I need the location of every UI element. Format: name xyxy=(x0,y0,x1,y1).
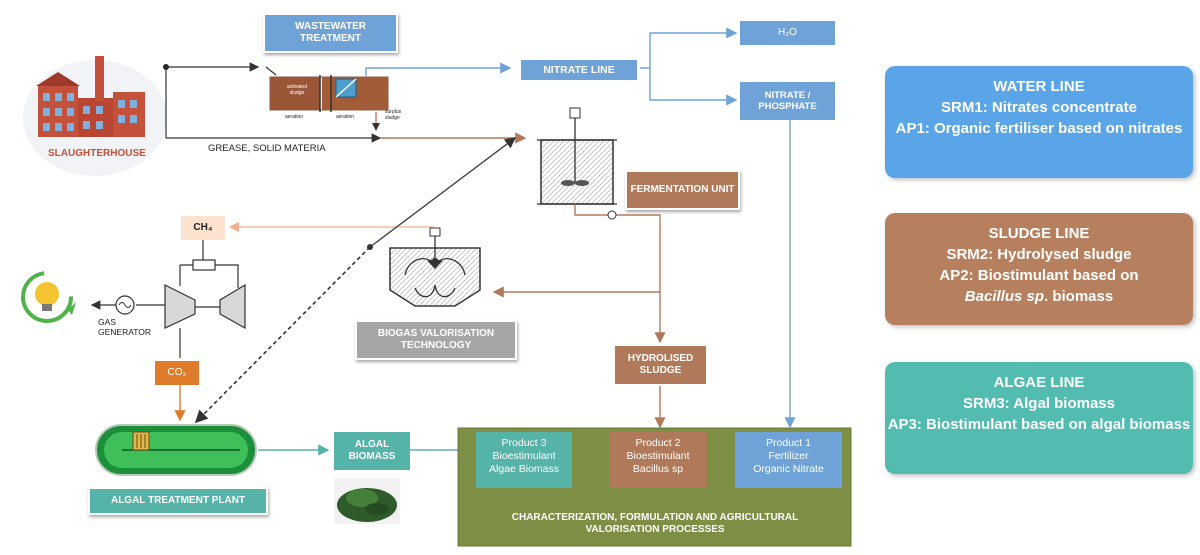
algal-biomass-photo-icon xyxy=(334,478,400,524)
water-line-title: WATER LINE xyxy=(993,78,1085,95)
aeration-label-1: aeration xyxy=(285,114,304,120)
algae-line-panel: ALGAE LINE SRM3: Algal biomass AP3: Bios… xyxy=(885,362,1193,474)
activated-sludge-label: activated sludge xyxy=(286,84,307,96)
algae-line-title: ALGAE LINE xyxy=(993,374,1085,391)
slaughterhouse-outflow-lines xyxy=(163,62,382,143)
slaughterhouse-label: SLAUGHTERHOUSE xyxy=(48,148,146,159)
ch4-box: CH₄ xyxy=(181,216,225,240)
wastewater-treatment-box: WASTEWATER TREATMENT xyxy=(263,13,398,53)
product-3-box: Product 3 Bioestimulant Algae Biomass xyxy=(476,432,572,488)
aeration-label-2: aeration xyxy=(336,114,355,120)
fermentation-unit-box: FERMENTATION UNIT xyxy=(625,170,740,210)
algal-treatment-plant-box: ALGAL TREATMENT PLANT xyxy=(88,487,268,515)
surplus-sludge-label: surplus sludge xyxy=(385,109,402,121)
sludge-line-srm: SRM2: Hydrolysed sludge xyxy=(946,246,1132,263)
sludge-line-title: SLUDGE LINE xyxy=(988,225,1090,242)
water-line-ap: AP1: Organic fertiliser based on nitrate… xyxy=(895,120,1183,137)
product-2-type: Bioestimulant xyxy=(626,450,690,463)
product-2-name: Product 2 xyxy=(635,437,681,449)
product-2-box: Product 2 Bioestimulant Bacillus sp xyxy=(609,432,707,488)
product-1-box: Product 1 Fertilizer Organic Nitrate xyxy=(735,432,842,488)
biogas-digester-icon xyxy=(389,227,481,307)
product-1-detail: Organic Nitrate xyxy=(753,463,824,476)
sludge-line-panel: SLUDGE LINE SRM2: Hydrolysed sludge AP2:… xyxy=(885,213,1193,325)
slaughterhouse-icon xyxy=(23,56,167,176)
hydrolised-sludge-box: HYDROLISED SLUDGE xyxy=(613,344,708,386)
nitrate-phosphate-box: NITRATE / PHOSPHATE xyxy=(740,82,835,120)
product-1-type: Fertilizer xyxy=(768,450,809,463)
product-1-name: Product 1 xyxy=(766,437,811,449)
sludge-line-ap-rest: Bacillus sp. biomass xyxy=(885,286,1193,307)
algal-biomass-box: ALGAL BIOMASS xyxy=(334,432,410,470)
processes-label: CHARACTERIZATION, FORMULATION AND AGRICU… xyxy=(511,512,799,535)
biogas-valorisation-box: BIOGAS VALORISATION TECHNOLOGY xyxy=(355,320,517,360)
product-2-detail: Bacillus sp xyxy=(632,463,684,476)
fermentation-tank-icon xyxy=(537,107,666,344)
algae-line-ap: AP3: Biostimulant based on algal biomass xyxy=(887,416,1191,433)
algal-photobioreactor-icon xyxy=(95,424,257,476)
product-3-name: Product 3 xyxy=(501,437,547,449)
activated-sludge-reactor-icon xyxy=(269,75,389,131)
gas-turbine-icon xyxy=(90,240,246,358)
product-3-type: Bioestimulant xyxy=(492,450,556,463)
water-line-panel: WATER LINE SRM1: Nitrates concentrate AP… xyxy=(885,66,1193,178)
algae-line-srm: SRM3: Algal biomass xyxy=(963,395,1115,412)
sludge-line-ap-prefix: AP2: Biostimulant based on xyxy=(939,267,1139,284)
lightbulb-icon xyxy=(21,271,76,323)
grease-solid-materia-label: GREASE, SOLID MATERIA xyxy=(208,143,326,154)
co2-box: CO₂ xyxy=(155,361,199,385)
sludge-line-ap-italic: Bacillus sp xyxy=(964,288,1044,305)
gas-generator-label: GAS GENERATOR xyxy=(98,317,152,338)
h2o-box: H₂O xyxy=(740,21,835,45)
product-3-detail: Algae Biomass xyxy=(488,463,560,476)
water-line-srm: SRM1: Nitrates concentrate xyxy=(941,99,1137,116)
nitrate-line-box: NITRATE LINE xyxy=(519,58,639,82)
sludge-line-ap-suffix: . biomass xyxy=(1044,288,1114,305)
